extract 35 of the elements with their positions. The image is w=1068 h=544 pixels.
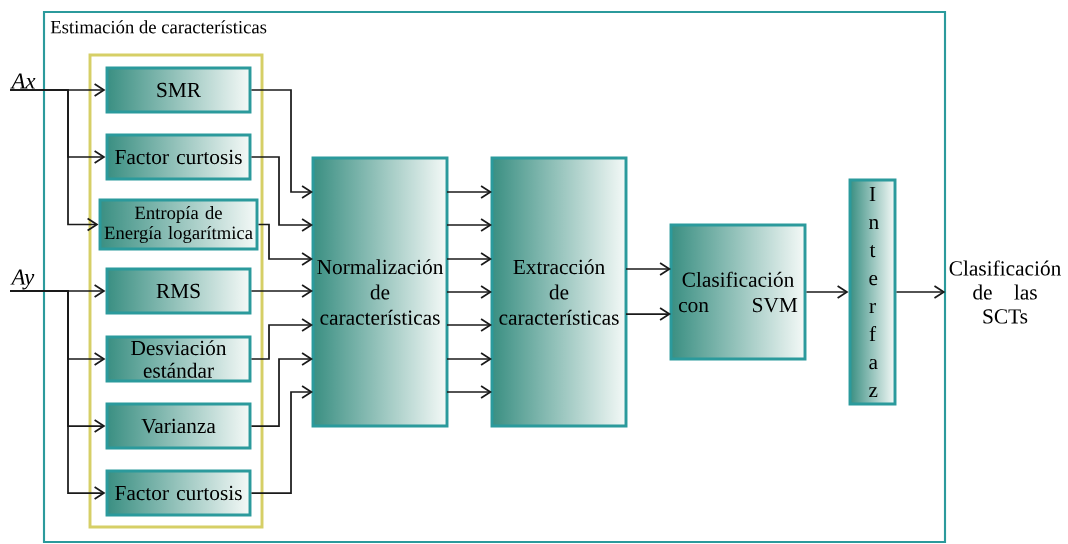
feature-box: SMR (105, 66, 252, 114)
output-label: Clasificación de las SCTs (949, 260, 1061, 324)
arrow (446, 218, 492, 232)
group-box (88, 53, 264, 529)
arrow (446, 385, 492, 399)
arrow (805, 285, 849, 299)
arrow (250, 352, 313, 427)
arrow (446, 285, 492, 299)
arrow (250, 385, 313, 494)
interface-bar: Interfaz (848, 178, 897, 406)
feature-box: Entropía de Energía logarítmica (98, 198, 259, 251)
input-label: Ay (10, 269, 35, 290)
feature-box: Factor curtosis (105, 133, 252, 181)
arrow (895, 285, 946, 299)
input-label: Ax (10, 73, 36, 89)
arrow (625, 307, 671, 321)
arrow (446, 252, 492, 266)
arrow (250, 318, 313, 360)
process-block: Clasificación con SVM (669, 223, 807, 361)
arrow (257, 223, 313, 266)
process-block: Normalización de características (311, 156, 449, 428)
feature-box: Varianza (105, 402, 252, 450)
feature-box: Factor curtosis (105, 469, 252, 517)
arrow (250, 284, 313, 298)
arrow (446, 185, 492, 199)
arrow (9, 89, 99, 232)
arrow (625, 262, 671, 276)
arrow (250, 89, 313, 199)
feature-box: Desviación estándar (105, 335, 252, 383)
arrow (446, 318, 492, 332)
feature-box: RMS (105, 267, 252, 315)
process-block: Extracción de características (490, 156, 628, 428)
arrow (446, 352, 492, 366)
arrow (9, 290, 106, 500)
arrow (250, 156, 313, 232)
